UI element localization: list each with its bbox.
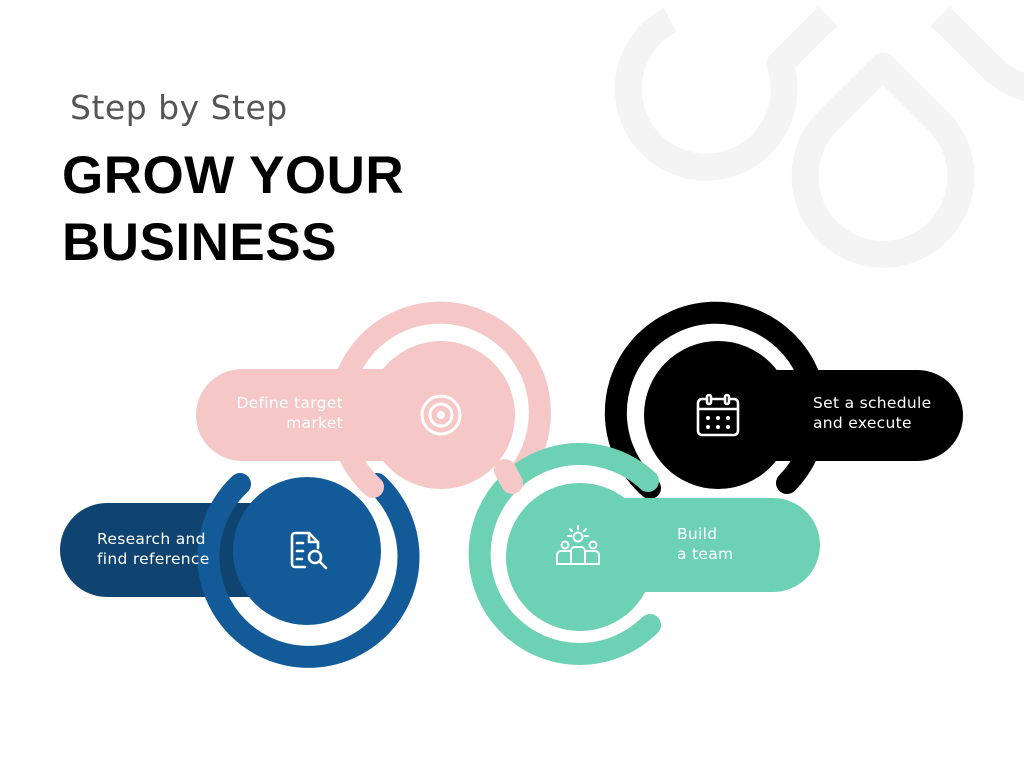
- target-icon: [420, 394, 462, 436]
- step-define-ring-tip: [494, 459, 523, 494]
- step-schedule-label: Set a schedule and execute: [813, 393, 931, 433]
- step-schedule-label-line1: Set a schedule: [813, 394, 932, 412]
- step-team-label-line2: a team: [677, 545, 734, 563]
- step-define-label: Define target market: [218, 393, 343, 433]
- step-team-circle: [506, 483, 654, 631]
- step-schedule-circle: [644, 341, 792, 489]
- calendar-icon: [696, 393, 740, 437]
- step-schedule-label-line2: and execute: [813, 414, 912, 432]
- droplet-pattern-icon: [614, 6, 1024, 268]
- step-research-ring: [197, 473, 420, 668]
- subtitle: Step by Step: [70, 88, 288, 127]
- step-research-label-line2: find reference: [97, 550, 210, 568]
- step-research: [60, 473, 420, 668]
- step-team: [468, 442, 820, 665]
- step-team-label: Build a team: [677, 524, 733, 564]
- step-team-ring: [468, 442, 661, 665]
- step-define-label-line1: Define target: [236, 394, 343, 412]
- document-search-icon: [290, 531, 328, 570]
- step-research-circle: [233, 477, 381, 625]
- title-line-2: BUSINESS: [62, 213, 337, 272]
- step-research-label-line1: Research and: [97, 530, 206, 548]
- step-schedule: [604, 301, 963, 499]
- step-team-label-line1: Build: [677, 525, 718, 543]
- step-research-label: Research and find reference: [97, 529, 210, 569]
- page-title: GROW YOUR BUSINESS: [62, 142, 404, 276]
- team-icon: [556, 525, 600, 565]
- step-define-label-line2: market: [286, 414, 343, 432]
- title-line-1: GROW YOUR: [62, 146, 405, 205]
